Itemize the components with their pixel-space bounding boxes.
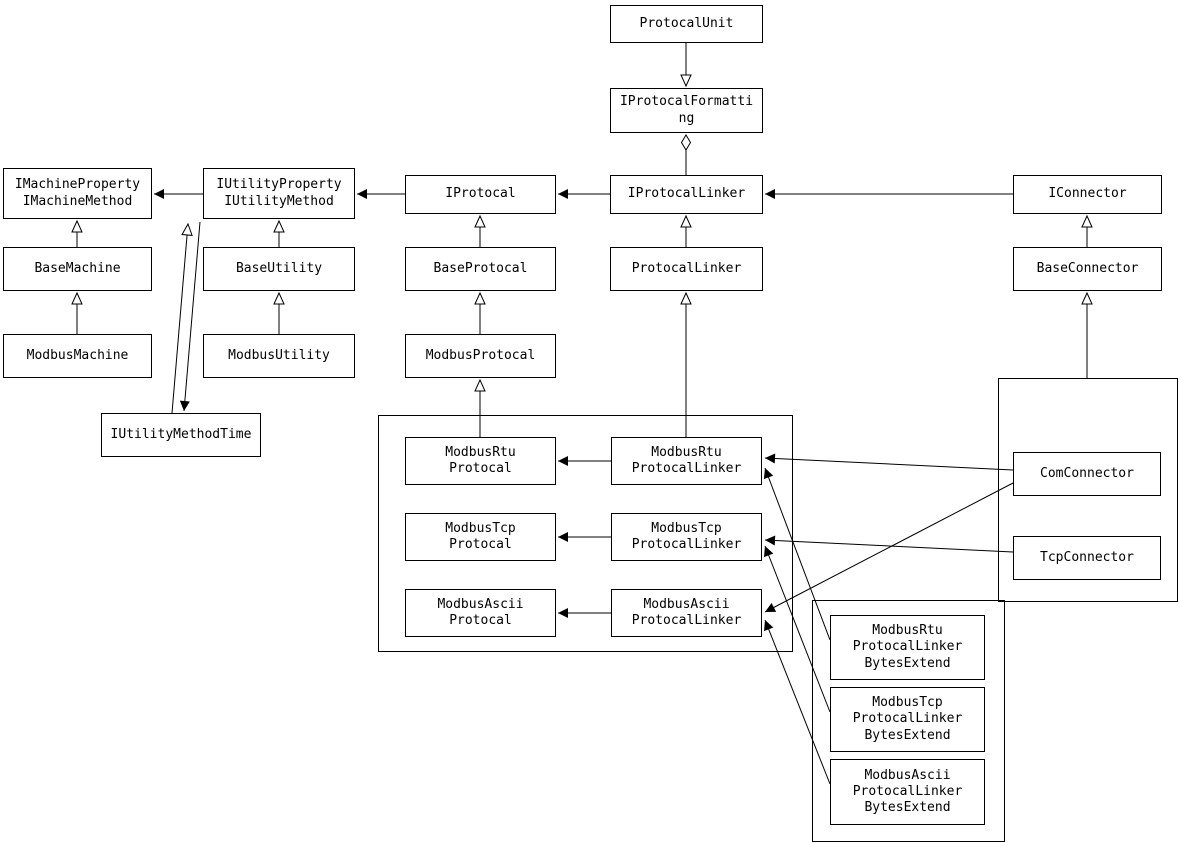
- class-box-modbusrtuprotocal: ModbusRtu Protocal: [405, 437, 556, 485]
- class-box-baseutility: BaseUtility: [203, 247, 355, 291]
- class-box-iprotocallinker: IProtocalLinker: [610, 175, 763, 214]
- edge-tcpbytesextend-to-modbustcplinker: [763, 545, 831, 713]
- class-box-modbustcpprotocal: ModbusTcp Protocal: [405, 513, 556, 561]
- class-box-iprotocal: IProtocal: [405, 175, 556, 214]
- class-box-protocalunit: ProtocalUnit: [610, 5, 763, 43]
- edge-tcpconnector-to-modbustcplinker: [764, 535, 1014, 553]
- class-box-modbusasciiprotocallinkerbytesextend: ModbusAscii ProtocalLinker BytesExtend: [830, 759, 985, 825]
- edge-iutilitymethodtime-to-iutility: [171, 222, 193, 414]
- class-box-modbusutility: ModbusUtility: [203, 334, 355, 378]
- edge-comconnector-to-modbusrtulinker: [764, 453, 1014, 471]
- edge-rtubytesextend-to-modbusrtulinker: [763, 467, 831, 641]
- class-box-imachineproperty-imachinemethod: IMachineProperty IMachineMethod: [3, 168, 152, 219]
- class-box-modbustcpprotocallinker: ModbusTcp ProtocalLinker: [611, 513, 762, 561]
- class-box-baseconnector: BaseConnector: [1013, 247, 1162, 291]
- class-box-modbusrtuprotocallinkerbytesextend: ModbusRtu ProtocalLinker BytesExtend: [830, 615, 985, 680]
- class-box-basemachine: BaseMachine: [3, 247, 152, 291]
- group-bytes-extend: [812, 600, 1005, 842]
- class-box-modbusasciiprotocal: ModbusAscii Protocal: [405, 589, 556, 637]
- edge-iutility-to-iutilitymethodtime: [179, 221, 201, 412]
- class-box-iutilitymethodtime: IUtilityMethodTime: [101, 413, 261, 457]
- class-box-baseprotocal: BaseProtocal: [405, 247, 556, 291]
- class-box-iprotocalformatting: IProtocalFormatti ng: [610, 88, 763, 133]
- class-box-modbusprotocal: ModbusProtocal: [405, 334, 556, 378]
- class-box-iconnector: IConnector: [1013, 175, 1162, 214]
- class-box-modbusrtuprotocallinker: ModbusRtu ProtocalLinker: [611, 437, 762, 485]
- class-box-modbustcpprotocallinkerbytesextend: ModbusTcp ProtocalLinker BytesExtend: [830, 687, 985, 752]
- class-box-comconnector: ComConnector: [1013, 452, 1161, 496]
- class-box-modbusasciiprotocallinker: ModbusAscii ProtocalLinker: [611, 589, 762, 637]
- class-box-tcpconnector: TcpConnector: [1013, 536, 1161, 580]
- class-box-iutilityproperty-iutilitymethod: IUtilityProperty IUtilityMethod: [203, 168, 355, 219]
- edge-asciibytesextend-to-modbusasciilinker: [764, 619, 831, 785]
- class-box-protocallinker: ProtocalLinker: [610, 247, 763, 291]
- group-modbus-protocols: [378, 415, 793, 652]
- class-box-modbusmachine: ModbusMachine: [3, 334, 152, 378]
- edge-comconnector-to-modbusasciilinker: [764, 482, 1014, 613]
